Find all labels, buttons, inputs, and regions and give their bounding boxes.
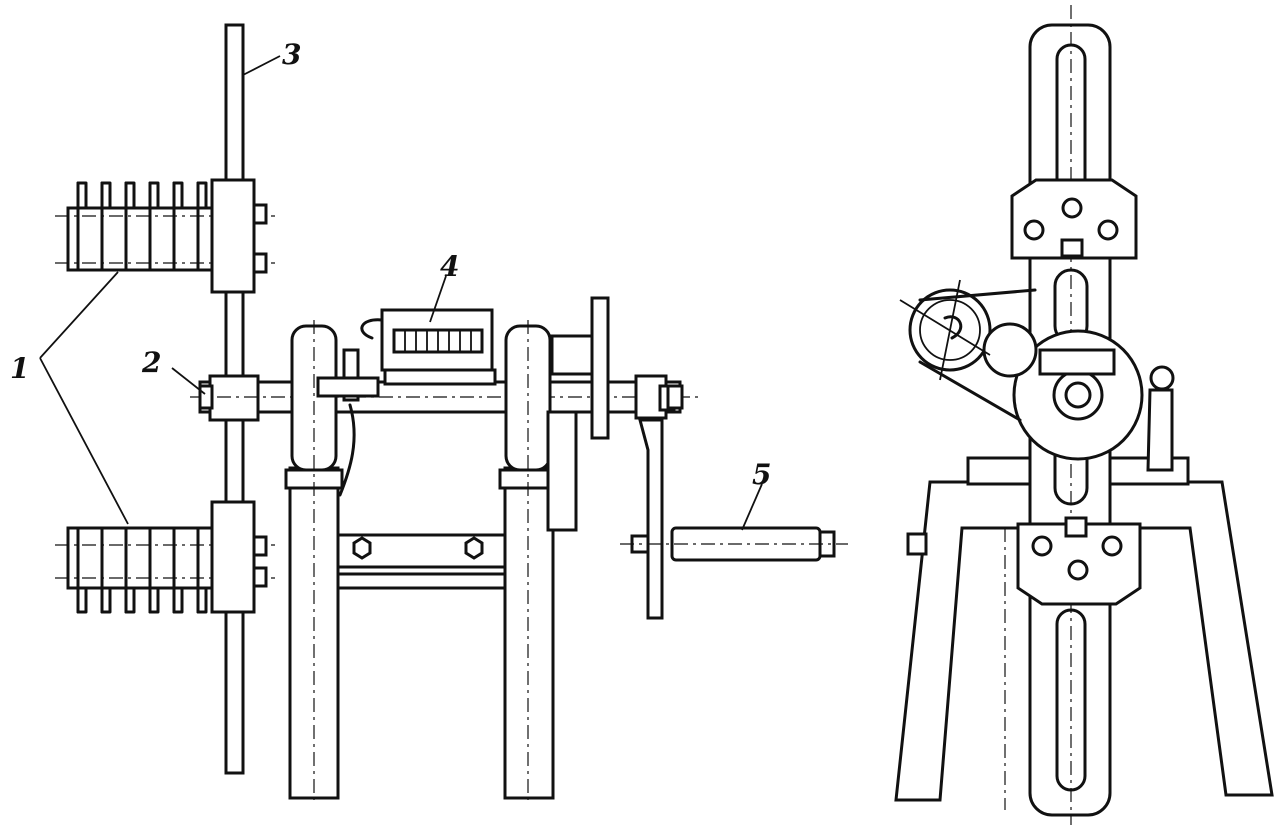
tripod-stand	[894, 480, 1274, 802]
leader-5	[741, 483, 763, 531]
handle-icon	[620, 526, 848, 562]
leader-2	[171, 367, 206, 395]
side-view	[39, 23, 848, 800]
middle-column	[503, 466, 555, 800]
leader-3	[242, 55, 281, 76]
front-view	[894, 5, 1274, 825]
label-5: 5	[752, 458, 771, 491]
lower-clamp	[210, 500, 256, 614]
upper-spring-pack	[55, 181, 275, 272]
leader-4	[429, 275, 447, 323]
label-4: 4	[440, 250, 459, 283]
lower-spring-pack	[55, 526, 275, 614]
bolt-icon	[198, 384, 214, 410]
flange-disk	[590, 296, 610, 440]
label-1: 1	[10, 352, 29, 385]
label-3: 3	[282, 38, 301, 71]
label-2: 2	[141, 346, 161, 379]
leader-1	[39, 271, 129, 525]
upper-clamp	[210, 178, 256, 294]
